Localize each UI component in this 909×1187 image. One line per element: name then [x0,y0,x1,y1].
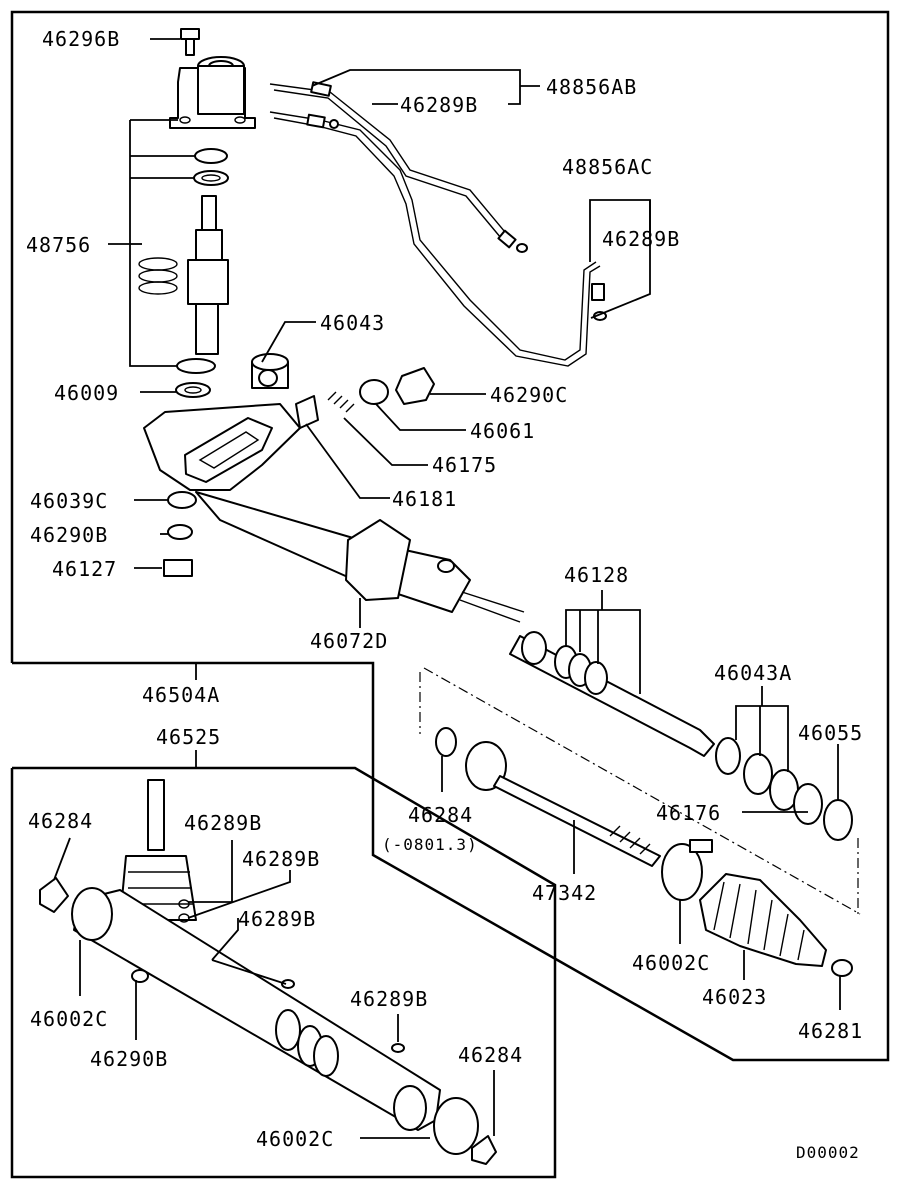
valve-housing [169,56,256,129]
label-46290C: 46290C [490,383,568,407]
pinion-shaft-48756 [175,148,229,398]
label-46181: 46181 [392,487,457,511]
rack-seal-rings [715,737,853,841]
label-46289B-top: 46289B [400,93,478,117]
bushing-46043 [251,353,289,389]
yoke-parts [295,367,435,429]
label-46284-mid: 46284 [408,803,473,827]
label-46002C-left: 46002C [30,1007,108,1031]
label-46525: 46525 [156,725,221,749]
tie-rod-47342 [435,727,661,867]
label-46289B-a: 46289B [184,811,262,835]
label-46281: 46281 [798,1019,863,1043]
label-46504A: 46504A [142,683,220,707]
diagram-code: D00002 [796,1143,860,1162]
clamp-46002C [661,839,713,901]
label-46055: 46055 [798,721,863,745]
label-46039C: 46039C [30,489,108,513]
label-46290B-upper: 46290B [30,523,108,547]
rack-housing-lower [73,889,441,1131]
label-46289B-c: 46289B [238,907,316,931]
label-46289B-b: 46289B [242,847,320,871]
center-line-upper [423,667,861,915]
label-46290B-lower: 46290B [90,1047,168,1071]
pressure-tubes-48856AB [269,81,607,367]
leader-lines [53,38,841,1139]
clamps-lower [39,877,497,1165]
label-48756: 48756 [26,233,91,257]
label-46002C-right: 46002C [632,951,710,975]
assembly-46504A-frame [10,10,890,1062]
label-48856AC: 48856AC [562,155,653,179]
label-46002C-bottom: 46002C [256,1127,334,1151]
assembly-46525-frame [10,766,557,1179]
bolt-46296B [180,28,200,56]
label-46127: 46127 [52,557,117,581]
label-46284-left: 46284 [28,809,93,833]
boot-46023 [699,873,853,977]
label-46175: 46175 [432,453,497,477]
label-46043A: 46043A [714,661,792,685]
label-46284-lower: 46284 [458,1043,523,1067]
label-46289B-right: 46289B [602,227,680,251]
label-46009: 46009 [54,381,119,405]
label-46061: 46061 [470,419,535,443]
label-46296B: 46296B [42,27,120,51]
label-46043: 46043 [320,311,385,335]
label-46072D: 46072D [310,629,388,653]
small-parts-left [163,491,197,577]
label-46128: 46128 [564,563,629,587]
label-46289B-d: 46289B [350,987,428,1011]
label-46176: 46176 [656,801,721,825]
label-48856AB: 48856AB [546,75,637,99]
rack-tube [509,631,715,757]
label-47342: 47342 [532,881,597,905]
gear-housing [143,403,525,623]
label-0801: (-0801.3) [382,835,478,854]
seal-rings [138,257,178,295]
label-46023: 46023 [702,985,767,1009]
